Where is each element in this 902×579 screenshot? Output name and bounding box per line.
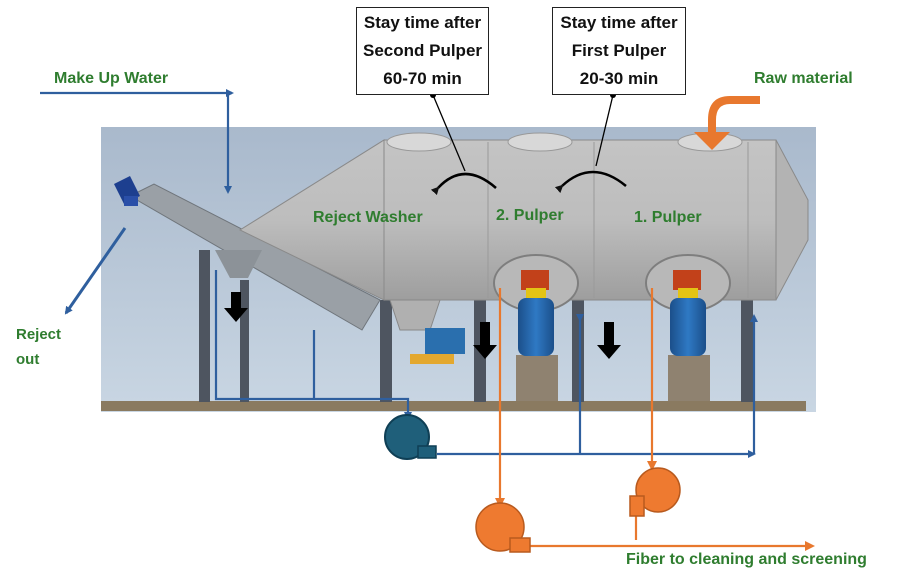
callout-first-line2: First Pulper bbox=[571, 41, 667, 60]
fiber-pump-2 bbox=[475, 502, 531, 553]
label-make-up-water: Make Up Water bbox=[54, 70, 169, 87]
callout-second-line3: 60-70 min bbox=[383, 69, 462, 88]
motor-2 bbox=[518, 270, 554, 356]
support-legs bbox=[199, 250, 753, 402]
reject-motor-base bbox=[410, 354, 454, 364]
rotation-arc-first bbox=[554, 170, 627, 194]
motor-base-1 bbox=[668, 355, 710, 401]
collect-line-left bbox=[214, 270, 412, 420]
rotation-arc-second bbox=[430, 172, 497, 196]
top-opening-2 bbox=[507, 132, 573, 152]
floor-beam bbox=[101, 401, 806, 411]
top-opening-1 bbox=[386, 132, 452, 152]
callout-leader-second bbox=[432, 94, 466, 172]
black-drain-arrows bbox=[224, 292, 621, 359]
callout-second-line1: Stay time after bbox=[363, 13, 482, 32]
water-pump bbox=[384, 414, 437, 460]
label-raw-material: Raw material bbox=[754, 70, 853, 87]
label-pulper-1: 1. Pulper bbox=[634, 209, 702, 226]
reject-out-line bbox=[64, 227, 127, 315]
reject-hopper bbox=[215, 250, 262, 278]
screw-motor-cap bbox=[124, 196, 138, 206]
water-lines bbox=[40, 89, 758, 458]
drum-end-cap bbox=[775, 139, 809, 301]
label-reject-out-line2: out bbox=[16, 351, 40, 368]
motor-1 bbox=[670, 270, 706, 356]
callout-leader-first bbox=[595, 94, 614, 167]
callout-second-pulper: Stay time after Second Pulper 60-70 min bbox=[356, 7, 489, 95]
label-fiber-out: Fiber to cleaning and screening bbox=[626, 551, 867, 568]
reject-motor bbox=[425, 328, 465, 354]
callout-first-line1: Stay time after bbox=[560, 13, 678, 32]
callout-first-pulper: Stay time after First Pulper 20-30 min bbox=[552, 7, 686, 95]
callout-first-line3: 20-30 min bbox=[579, 69, 659, 88]
label-pulper-2: 2. Pulper bbox=[496, 207, 564, 224]
fiber-lines bbox=[495, 288, 815, 551]
motor-base-2 bbox=[516, 355, 558, 401]
fiber-pump-1 bbox=[629, 467, 681, 517]
raw-material-arrow bbox=[694, 96, 760, 150]
label-reject-out-line1: Reject bbox=[16, 326, 62, 343]
label-reject-washer: Reject Washer bbox=[313, 209, 423, 226]
callout-second-line2: Second Pulper bbox=[362, 41, 483, 60]
